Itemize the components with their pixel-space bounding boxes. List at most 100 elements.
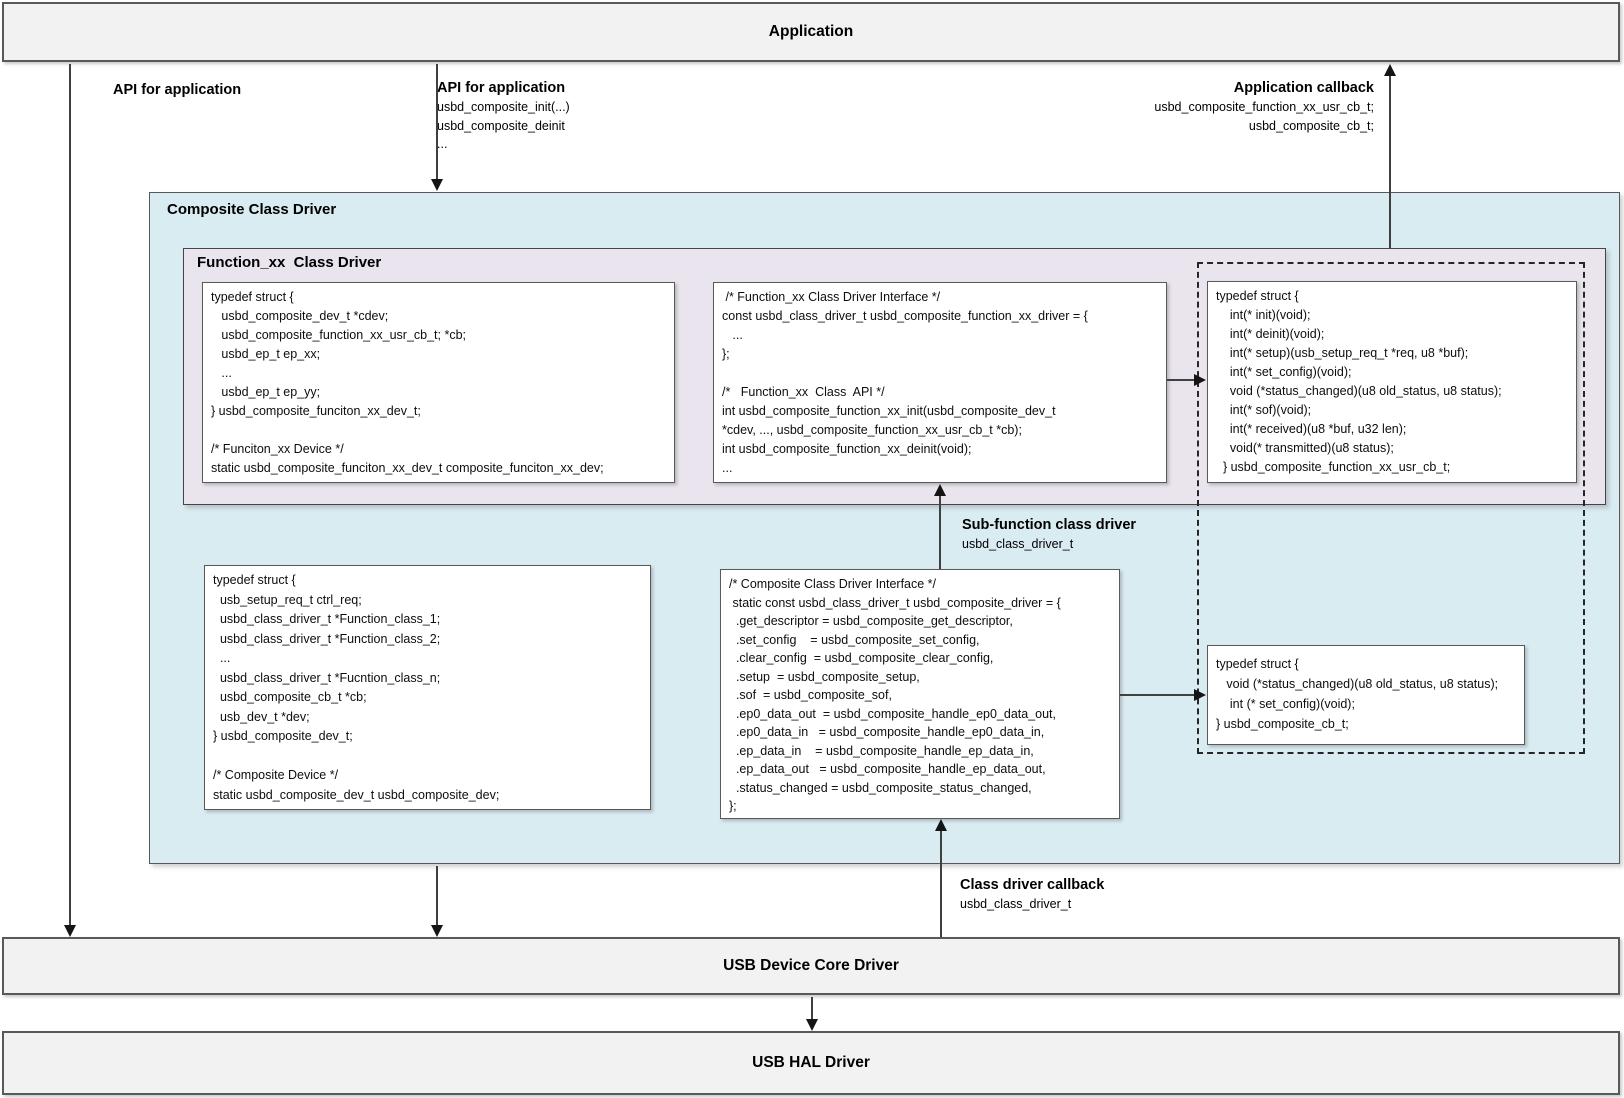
arrow-core-to-hal-head [806,1019,818,1031]
code-line: /* Function_xx Class Driver Interface */ [722,290,941,304]
code-line: .set_config = usbd_composite_set_config, [729,632,980,647]
arrow-core-to-interface-head [935,819,947,831]
arrow-core-to-hal-line [811,997,813,1020]
label-title: API for application [437,80,566,96]
arrow-app-to-core-line [69,64,71,925]
code-line: /* Function_xx Class API */ [722,385,885,399]
code-line: static usbd_composite_funciton_xx_dev_t … [211,461,604,475]
label-sub-function-class-driver: Sub-function class driver usbd_class_dri… [962,515,1136,554]
code-line: void (*status_changed)(u8 old_status, u8… [1216,677,1499,691]
code-line: .get_descriptor = usbd_composite_get_des… [729,614,1013,628]
label-code-lines: usbd_composite_init(...) usbd_composite_d… [437,98,570,154]
label-code-lines: usbd_class_driver_t [960,895,1104,914]
label-code-lines: usbd_composite_function_xx_usr_cb_t;usbd… [1024,98,1374,135]
label-title: Class driver callback [960,877,1105,893]
code-box-composite-interface: /* Composite Class Driver Interface */ s… [720,569,1120,819]
code-line: ... [722,328,743,342]
composite-class-driver-title: Composite Class Driver [167,201,337,218]
code-line [722,364,1158,383]
code-line: int(* sof)(void); [1216,403,1312,417]
code-box-composite-dev-struct: typedef struct { usb_setup_req_t ctrl_re… [204,565,651,810]
code-line: /* Composite Class Driver Interface */ [729,577,937,591]
code-line: usb_dev_t *dev; [213,709,310,724]
code-line: } usbd_composite_funciton_xx_dev_t; [211,404,421,418]
label-title: API for application [113,82,242,98]
arrow-app-to-core-head [64,925,76,937]
code-line: usbd_composite_cb_t; [1248,118,1374,133]
code-box-usr-cb-struct: typedef struct { int(* init)(void); int(… [1207,281,1577,483]
code-line: usbd_composite_init(...) [437,100,570,114]
code-box-composite-cb-struct: typedef struct { void (*status_changed)(… [1207,645,1525,745]
code-line: ... [211,366,232,380]
label-api-for-application-mid: API for application usbd_composite_init(… [437,78,570,154]
code-line: usbd_ep_t ep_yy; [211,385,321,399]
code-line: /* Composite Device */ [213,768,339,782]
arrow-app-to-composite-line [436,64,438,179]
code-line: usbd_class_driver_t *Function_class_1; [213,612,441,626]
code-line: .setup = usbd_composite_setup, [729,669,920,684]
code-line: const usbd_class_driver_t usbd_composite… [722,309,1088,323]
callback-structs-dashed-box [1197,262,1585,754]
code-box-function-interface: /* Function_xx Class Driver Interface */… [713,282,1167,483]
arrow-interface-to-usrcb-head [1194,374,1206,386]
code-line: usbd_composite_deinit [437,118,565,133]
code-line: .sof = usbd_composite_sof, [729,688,892,702]
arrow-app-to-composite-head [431,179,443,191]
arrow-callback-to-app-head [1384,64,1396,76]
usb-device-core-driver-bar: USB Device Core Driver [2,937,1620,995]
code-line: }; [729,799,737,813]
code-line: .clear_config = usbd_composite_clear_con… [729,651,994,665]
code-line: void(* transmitted)(u8 status); [1216,441,1394,455]
code-line: usb_setup_req_t ctrl_req; [213,592,362,607]
code-line: } usbd_composite_dev_t; [213,729,353,743]
arrow-interface-to-cb-line [1120,694,1195,696]
code-line: ... [213,651,231,665]
code-line: .ep_data_out = usbd_composite_handle_ep_… [729,762,1046,776]
code-line: .status_changed = usbd_composite_status_… [729,780,1032,795]
code-line: usbd_composite_function_xx_usr_cb_t; [1154,100,1374,114]
code-line: static const usbd_class_driver_t usbd_co… [729,595,1061,610]
label-title: Sub-function class driver [962,517,1137,533]
code-line: int(* set_config)(void); [1216,365,1352,379]
code-line: usbd_class_driver_t [960,897,1072,911]
code-line: static usbd_composite_dev_t usbd_composi… [213,787,500,802]
label-application-callback: Application callback usbd_composite_func… [1024,78,1374,135]
application-title: Application [768,23,854,40]
code-line: usbd_ep_t ep_xx; [211,347,321,361]
arrow-subfunction-up-line [939,495,941,569]
code-box-function-dev-struct: typedef struct { usbd_composite_dev_t *c… [202,282,675,483]
code-line: void (*status_changed)(u8 old_status, u8… [1216,384,1502,398]
code-line: typedef struct { [211,290,294,304]
usb-device-core-driver-title: USB Device Core Driver [723,957,899,974]
arrow-composite-to-core-head [431,925,443,937]
code-line: usbd_class_driver_t *Function_class_2; [213,631,441,646]
code-line: int usbd_composite_function_xx_init(usbd… [722,404,1056,418]
code-line: /* Funciton_xx Device */ [211,442,344,456]
arrow-callback-to-app-line [1389,76,1391,248]
usb-hal-driver-bar: USB HAL Driver [2,1031,1620,1095]
code-line: usbd_class_driver_t [962,537,1074,551]
arrow-interface-to-usrcb-line [1167,379,1195,381]
usb-hal-driver-title: USB HAL Driver [752,1054,870,1071]
code-line: } usbd_composite_cb_t; [1216,717,1349,731]
code-line: int(* received)(u8 *buf, u32 len); [1216,422,1407,436]
code-line [211,421,666,440]
code-line: ... [722,461,733,475]
code-line: typedef struct { [1216,289,1299,303]
label-code-lines: usbd_class_driver_t [962,535,1136,554]
function-xx-class-driver-title: Function_xx Class Driver [197,254,382,271]
label-class-driver-callback: Class driver callback usbd_class_driver_… [960,875,1104,914]
arrow-composite-to-core-line [436,866,438,925]
code-line: .ep0_data_out = usbd_composite_handle_ep… [729,706,1057,721]
arrow-core-to-interface-line [940,830,942,937]
code-line: int(* init)(void); [1216,308,1311,322]
code-line: .ep_data_in = usbd_composite_handle_ep_d… [729,743,1034,758]
code-line: usbd_class_driver_t *Fucntion_class_n; [213,670,441,685]
code-line: usbd_composite_function_xx_usr_cb_t; *cb… [211,328,467,342]
code-line: int(* deinit)(void); [1216,327,1325,341]
code-line: int(* setup)(usb_setup_req_t *req, u8 *b… [1216,346,1469,360]
code-line: }; [722,347,730,361]
code-line: int usbd_composite_function_xx_deinit(vo… [722,442,972,456]
label-title: Application callback [1233,80,1374,96]
